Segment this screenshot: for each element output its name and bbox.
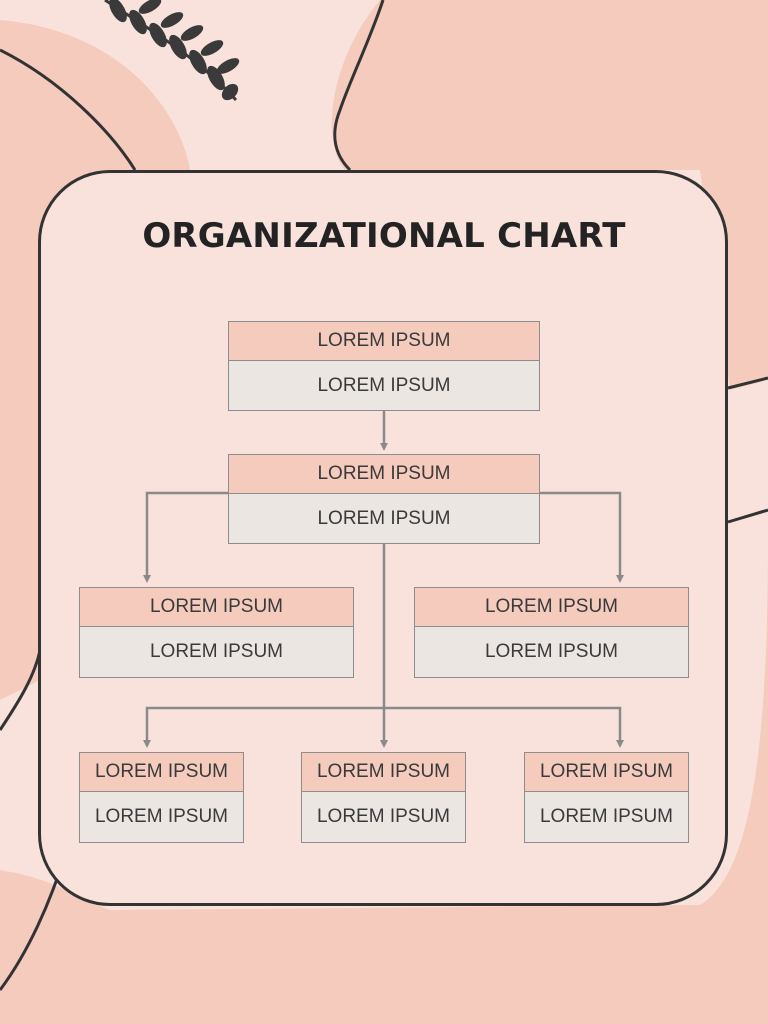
node-body: LOREM IPSUM — [94, 806, 229, 827]
leaf-sprig-icon — [104, 0, 240, 102]
node-header: LOREM IPSUM — [229, 455, 539, 494]
org-node-mid-left: LOREM IPSUM LOREM IPSUM — [79, 587, 354, 678]
node-body: LOREM IPSUM — [316, 806, 451, 827]
node-header: LOREM IPSUM — [302, 753, 465, 792]
node-body: LOREM IPSUM — [317, 508, 451, 529]
blob-top-right — [331, 0, 768, 390]
blob-bottom — [0, 540, 768, 1024]
node-body: LOREM IPSUM — [539, 806, 674, 827]
node-body: LOREM IPSUM — [149, 641, 284, 662]
node-body: LOREM IPSUM — [484, 641, 619, 662]
outline-stroke-5 — [727, 376, 768, 390]
page-title: ORGANIZATIONAL CHART — [142, 216, 626, 256]
outline-stroke-2 — [333, 0, 385, 172]
org-node-bottom-center: LOREM IPSUM LOREM IPSUM — [301, 752, 466, 843]
node-header: LOREM IPSUM — [525, 753, 688, 792]
node-header: LOREM IPSUM — [415, 588, 688, 627]
org-node-top: LOREM IPSUM LOREM IPSUM — [228, 321, 540, 411]
node-header: LOREM IPSUM — [80, 753, 243, 792]
outline-stroke-1 — [0, 48, 137, 171]
org-node-mid-right: LOREM IPSUM LOREM IPSUM — [414, 587, 689, 678]
node-body: LOREM IPSUM — [317, 375, 451, 396]
org-node-second: LOREM IPSUM LOREM IPSUM — [228, 454, 540, 544]
org-node-bottom-right: LOREM IPSUM LOREM IPSUM — [524, 752, 689, 843]
node-header: LOREM IPSUM — [80, 588, 353, 627]
org-node-bottom-left: LOREM IPSUM LOREM IPSUM — [79, 752, 244, 843]
node-header: LOREM IPSUM — [229, 322, 539, 361]
outline-stroke-6 — [727, 508, 768, 524]
